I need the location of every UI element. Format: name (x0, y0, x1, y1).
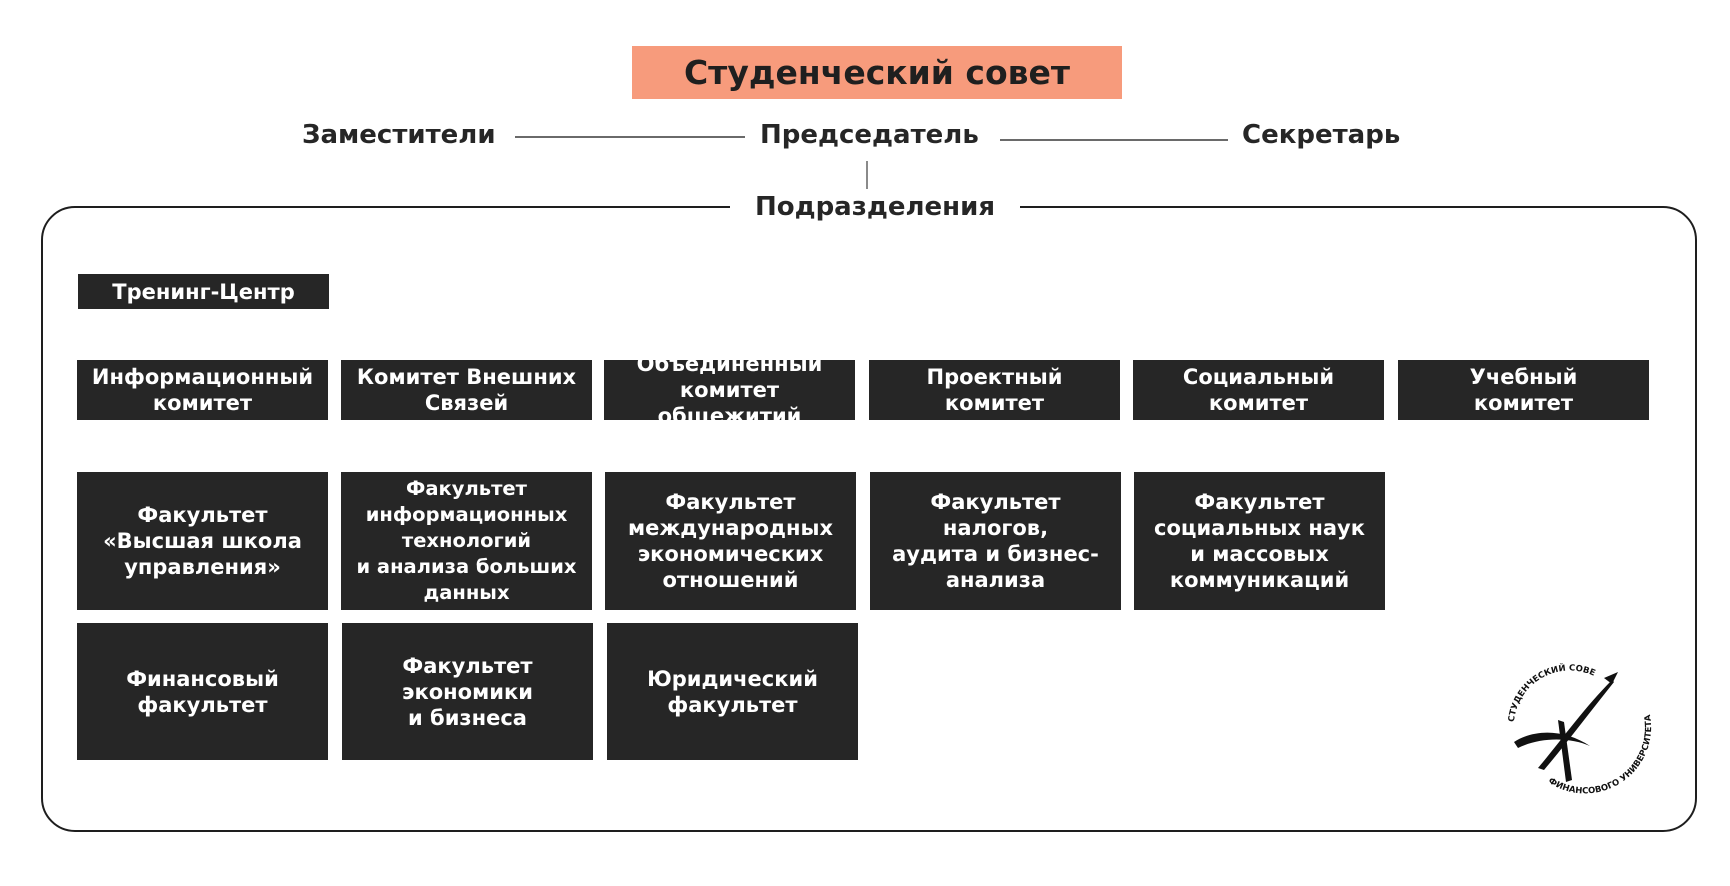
faculty-finance: Финансовый факультет (77, 623, 328, 760)
secretary-connector (1000, 139, 1228, 141)
committee-academic: Учебный комитет (1398, 360, 1649, 420)
faculty-social-sciences: Факультет социальных наук и массовых ком… (1134, 472, 1385, 610)
deputies-connector (515, 136, 745, 138)
student-council-logo: СТУДЕНЧЕСКИЙ СОВЕТ ФИНАНСОВОГО УНИВЕРСИТ… (1496, 650, 1654, 796)
deputies-label: Заместители (302, 120, 496, 150)
chairman-label: Председатель (760, 120, 979, 150)
committee-projects: Проектный комитет (869, 360, 1120, 420)
faculty-law: Юридический факультет (607, 623, 858, 760)
committee-social: Социальный комитет (1133, 360, 1384, 420)
faculty-taxes-audit: Факультет налогов, аудита и бизнес- анал… (870, 472, 1121, 610)
committee-external-relations: Комитет Внешних Связей (341, 360, 592, 420)
committee-information: Информационный комитет (77, 360, 328, 420)
faculty-international-economics: Факультет международных экономических от… (605, 472, 856, 610)
divisions-label: Подразделения (730, 190, 1020, 224)
faculty-it-big-data: Факультет информационных технологий и ан… (341, 472, 592, 610)
secretary-label: Секретарь (1242, 120, 1401, 150)
chairman-divisions-connector (866, 161, 868, 189)
svg-text:СТУДЕНЧЕСКИЙ СОВЕТ: СТУДЕНЧЕСКИЙ СОВЕТ (1496, 650, 1597, 723)
faculty-higher-school-management: Факультет «Высшая школа управления» (77, 472, 328, 610)
council-title: Студенческий совет (632, 46, 1122, 99)
training-center-box: Тренинг-Центр (78, 274, 329, 309)
committee-dormitories: Объединённый комитет общежитий (604, 352, 855, 428)
faculty-economics-business: Факультет экономики и бизнеса (342, 623, 593, 760)
